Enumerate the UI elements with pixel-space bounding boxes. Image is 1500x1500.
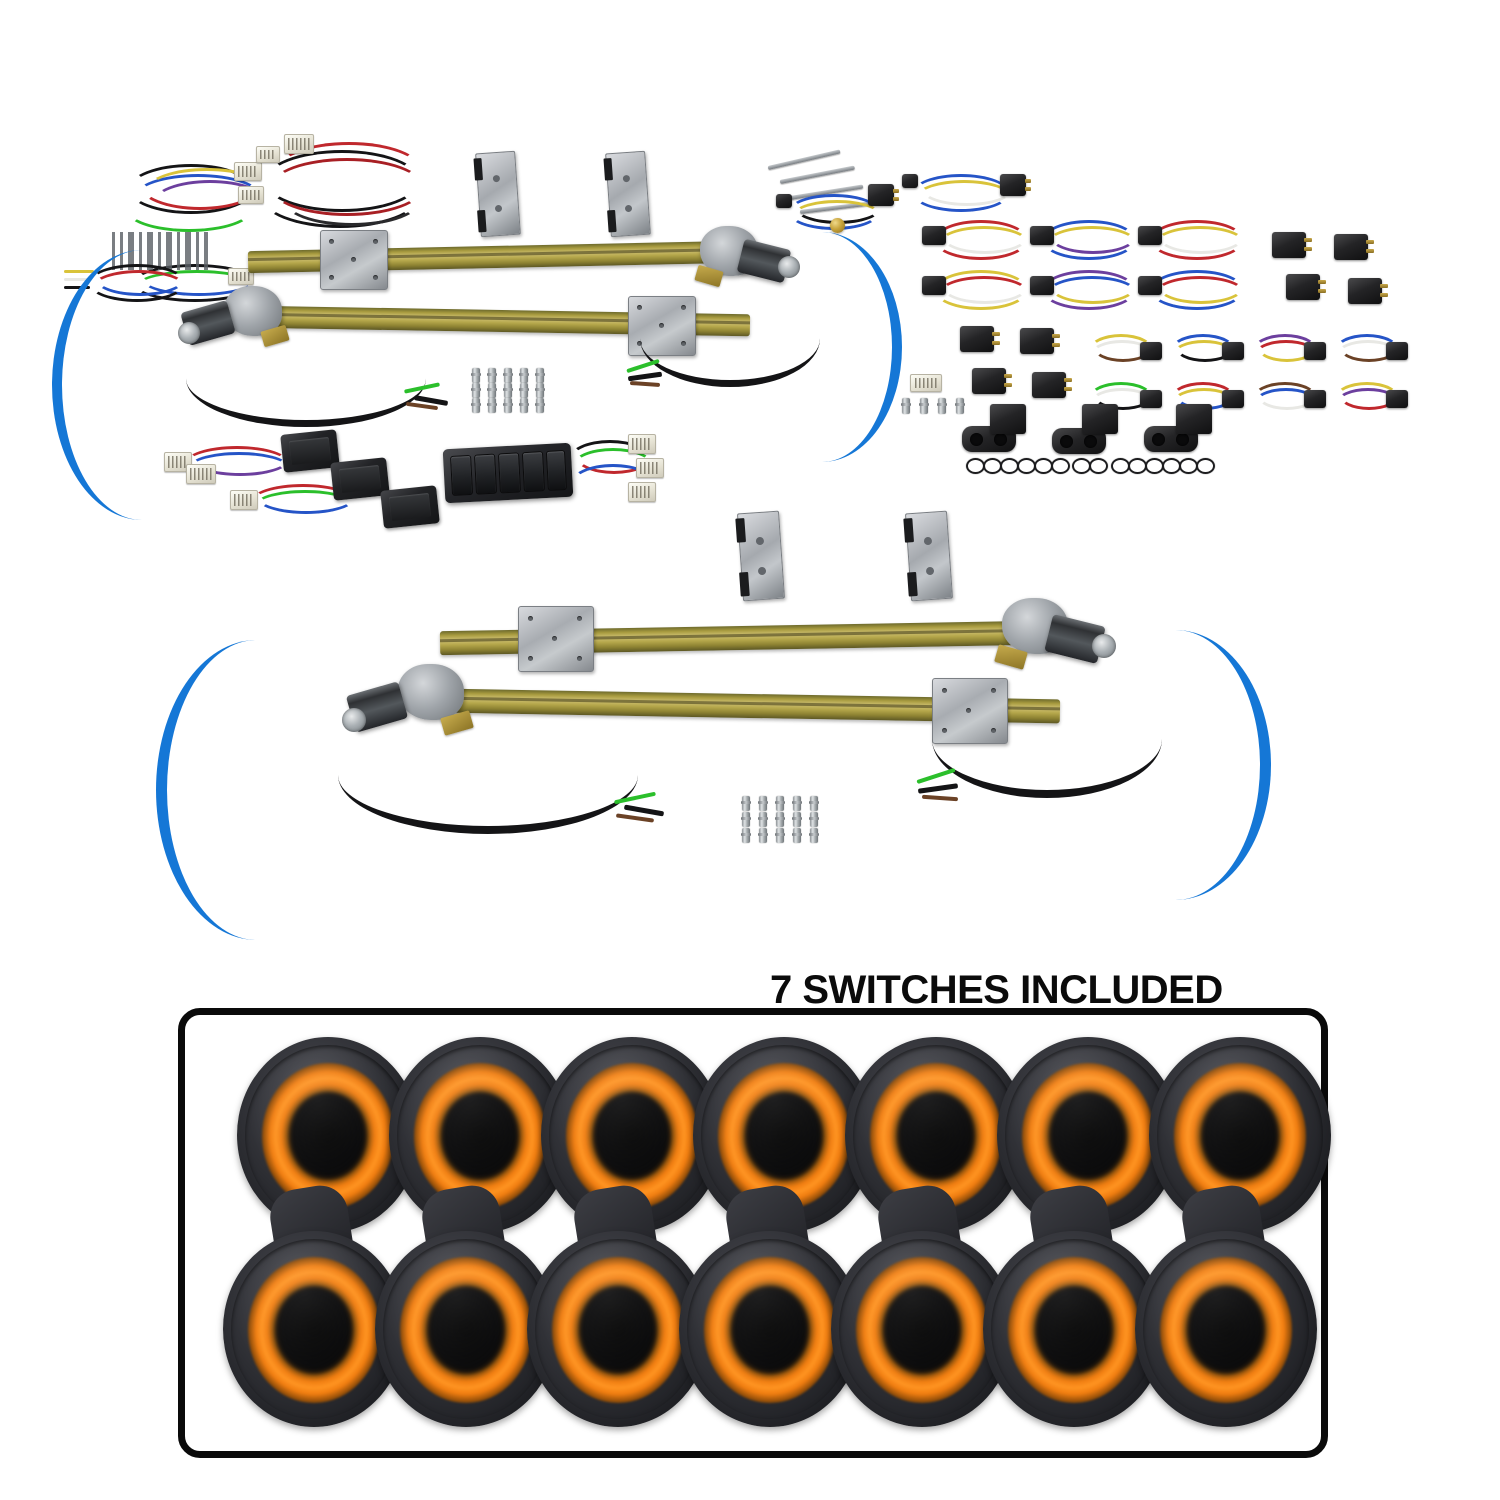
switch-strip	[185, 1015, 1331, 1451]
socket-block-group	[962, 404, 1212, 464]
illuminated-switch[interactable]	[375, 1037, 571, 1427]
blue-tube	[52, 250, 232, 520]
molex-connector	[228, 268, 254, 285]
switch-showcase-box	[178, 1008, 1331, 1458]
illuminated-switch[interactable]	[831, 1037, 1027, 1427]
molex-connector	[284, 134, 314, 154]
switch-harness	[164, 440, 294, 500]
switch-button-face	[289, 1092, 367, 1180]
illuminated-switch[interactable]	[679, 1037, 875, 1427]
molex-connector	[910, 374, 942, 392]
switch-button-face	[593, 1092, 671, 1180]
window-lift-plate	[320, 230, 388, 290]
regulator-gearcase	[398, 664, 464, 720]
switch-button-face	[427, 1286, 505, 1374]
illuminated-switch[interactable]	[223, 1037, 419, 1427]
power-lead-harness	[256, 132, 438, 242]
switch-bezel	[687, 1239, 853, 1419]
fastener-cluster	[741, 796, 832, 844]
single-rocker-switch[interactable]	[380, 485, 440, 529]
connector-plug	[1000, 174, 1031, 196]
switch-upper-button[interactable]	[237, 1037, 419, 1233]
illuminated-switch[interactable]	[1135, 1037, 1331, 1427]
molex-connector	[256, 146, 280, 163]
switch-lower-button[interactable]	[375, 1231, 557, 1427]
switch-bezel	[839, 1239, 1005, 1419]
switch-upper-button[interactable]	[845, 1037, 1027, 1233]
switch-harness	[230, 478, 360, 538]
switch-button-face	[275, 1286, 353, 1374]
window-regulator-assembly	[439, 598, 1120, 700]
switch-button-face	[731, 1286, 809, 1374]
switch-bezel	[1143, 1239, 1309, 1419]
oring-row	[966, 458, 1215, 474]
connector-pigtail	[902, 168, 1018, 218]
switch-lower-button[interactable]	[679, 1231, 861, 1427]
switch-button-face	[1035, 1286, 1113, 1374]
switch-upper-button[interactable]	[1149, 1037, 1331, 1233]
switch-upper-button[interactable]	[541, 1037, 723, 1233]
switch-lower-button[interactable]	[983, 1231, 1165, 1427]
motor-lead-cable	[186, 330, 426, 427]
switch-button-face	[1049, 1092, 1127, 1180]
switch-button-face	[1201, 1092, 1279, 1180]
brass-fitting	[830, 218, 845, 233]
illuminated-switch[interactable]	[983, 1037, 1179, 1427]
main-wiring-harness	[118, 150, 318, 260]
switch-bezel	[991, 1239, 1157, 1419]
switch-button-face	[883, 1286, 961, 1374]
switch-bezel	[383, 1239, 549, 1419]
switch-button-face	[579, 1286, 657, 1374]
switch-button-face	[1187, 1286, 1265, 1374]
short-pigtail-group	[1086, 330, 1408, 422]
molex-connector	[234, 162, 262, 181]
connector-pigtail-group	[918, 216, 1248, 326]
switch-button-face	[441, 1092, 519, 1180]
window-lift-plate	[518, 606, 594, 672]
switch-lower-button[interactable]	[223, 1231, 405, 1427]
five-gang-master-switch-panel[interactable]	[442, 442, 574, 504]
motor-lead-cable	[640, 290, 820, 387]
connector-plug-group	[1272, 232, 1392, 318]
fastener-cluster	[471, 368, 554, 414]
glass-bracket	[735, 510, 786, 602]
switches-included-callout: 7 SWITCHES INCLUDED	[770, 968, 1223, 1012]
motor-lead-cable	[932, 680, 1162, 798]
switch-button-face	[897, 1092, 975, 1180]
illuminated-switch[interactable]	[527, 1037, 723, 1427]
switch-upper-button[interactable]	[997, 1037, 1179, 1233]
switch-bezel	[231, 1239, 397, 1419]
switch-lower-button[interactable]	[831, 1231, 1013, 1427]
master-panel-pigtail	[566, 434, 676, 516]
screw-row	[901, 398, 976, 416]
switch-bezel	[535, 1239, 701, 1419]
crank-rod	[779, 165, 855, 184]
switch-button-face	[745, 1092, 823, 1180]
switch-lower-button[interactable]	[527, 1231, 709, 1427]
switch-lower-button[interactable]	[1135, 1231, 1317, 1427]
connector-plug	[868, 184, 899, 206]
blue-tube	[742, 232, 902, 462]
connector-plug-group	[960, 326, 1080, 412]
glass-bracket	[903, 510, 954, 602]
crank-rod	[767, 149, 841, 170]
blue-tube	[1080, 630, 1271, 900]
blue-tube	[156, 640, 357, 940]
motor-lead-cable	[338, 716, 638, 834]
